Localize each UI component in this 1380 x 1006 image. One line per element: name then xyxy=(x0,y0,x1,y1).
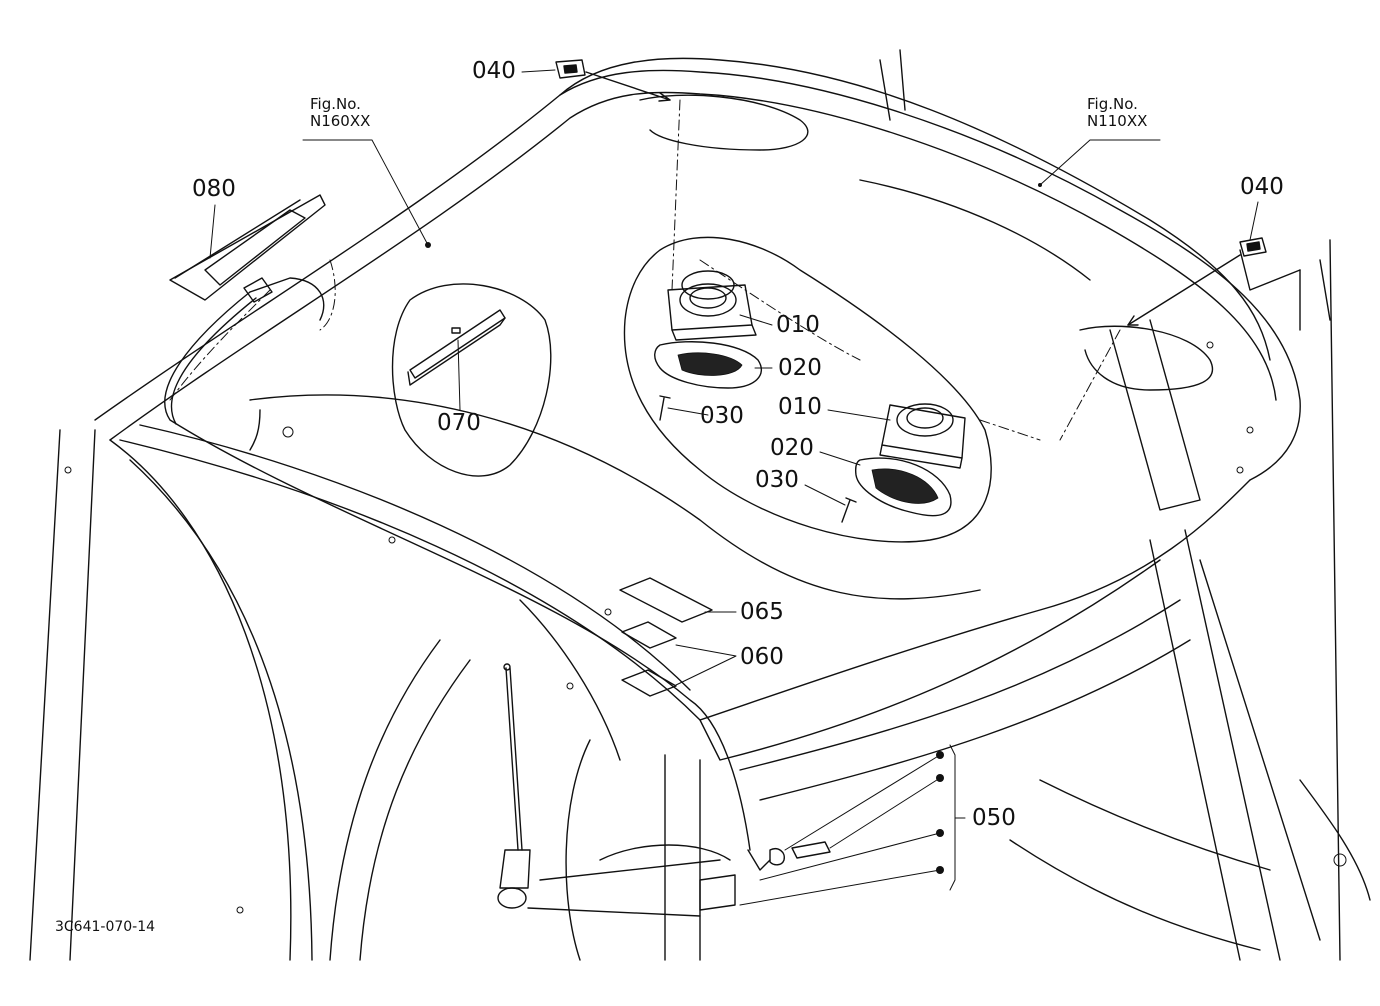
fig-ref-n160xx: Fig.No. N160XX xyxy=(310,95,371,131)
callout-050: 050 xyxy=(972,805,1016,831)
roof-outline xyxy=(94,69,1301,761)
callout-010-upper: 010 xyxy=(776,312,820,338)
callout-030-upper: 030 xyxy=(700,403,744,429)
mount-hardware xyxy=(527,841,831,917)
fig-ref-n160xx-line2: N160XX xyxy=(310,112,371,131)
callout-070: 070 xyxy=(437,410,481,436)
speaker-grille-lower xyxy=(854,457,952,517)
hardware-dots xyxy=(425,183,1042,874)
sunshade-part xyxy=(407,309,506,386)
drawing-code: 3C641-070-14 xyxy=(55,919,156,935)
fig-ref-n110xx: Fig.No. N110XX xyxy=(1087,95,1148,131)
callout-020-upper: 020 xyxy=(778,355,822,381)
speaker-lower xyxy=(879,403,966,469)
bezel-part xyxy=(169,194,326,301)
screw-upper xyxy=(659,395,671,421)
clip-arrow-left xyxy=(585,71,671,101)
fig-ref-n110xx-line1: Fig.No. xyxy=(1087,95,1138,113)
rear-roof-section xyxy=(559,49,1331,511)
clip-arrow-left-head xyxy=(658,92,671,102)
callout-065: 065 xyxy=(740,599,784,625)
clip-arrow-right-head xyxy=(1127,315,1139,326)
label-plates xyxy=(619,577,713,697)
hidden-lines xyxy=(169,99,1121,441)
sunshade-detail-bubble xyxy=(391,283,552,477)
callout-060: 060 xyxy=(740,644,784,670)
callout-020-lower: 020 xyxy=(770,435,814,461)
screw-lower xyxy=(841,497,857,523)
cab-frame xyxy=(29,239,1371,961)
speaker-grille-upper xyxy=(654,341,763,389)
speaker-upper xyxy=(667,270,757,341)
callout-080: 080 xyxy=(192,176,236,202)
clip-nut-left xyxy=(555,59,586,79)
clip-arrow-right xyxy=(1127,254,1241,326)
rivet-holes xyxy=(64,341,1347,914)
antenna-cable xyxy=(164,277,771,871)
fig-ref-n160xx-line1: Fig.No. xyxy=(310,95,361,113)
callout-040-left: 040 xyxy=(472,58,516,84)
callout-010-lower: 010 xyxy=(778,394,822,420)
clip-nut-right xyxy=(1239,237,1267,257)
callout-040-right: 040 xyxy=(1240,174,1284,200)
speaker-detail-bubble xyxy=(623,236,992,543)
antenna xyxy=(497,663,531,909)
fig-ref-n110xx-line2: N110XX xyxy=(1087,112,1148,131)
callout-030-lower: 030 xyxy=(755,467,799,493)
leader-lines xyxy=(209,69,1259,906)
